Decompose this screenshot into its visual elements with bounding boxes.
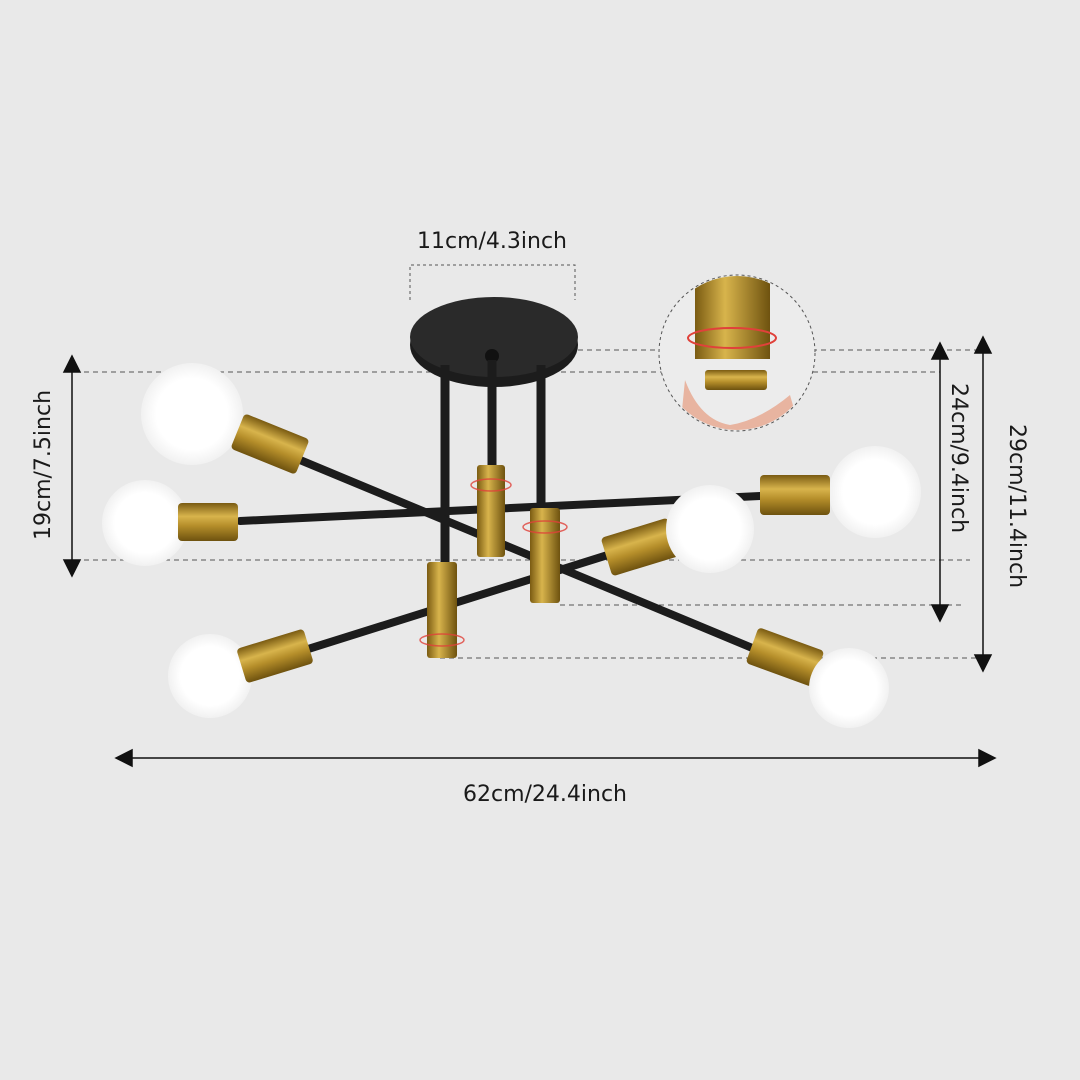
bulb-upper-left xyxy=(141,363,309,474)
socket-detail-inset xyxy=(658,274,816,432)
total-height-label: 29cm/11.4inch xyxy=(1004,424,1029,588)
arm-height-label: 19cm/7.5inch xyxy=(31,390,56,540)
rotation-rings xyxy=(419,478,568,647)
bulb-lower-right xyxy=(746,628,889,728)
dimension-arrows xyxy=(62,335,997,768)
ceiling-canopy xyxy=(410,297,578,387)
vertical-rods xyxy=(440,360,546,570)
bulb-left xyxy=(102,480,238,566)
bulb-center-right xyxy=(601,485,754,576)
bulb-lower-left xyxy=(168,629,313,718)
bulb-right xyxy=(760,446,921,538)
canopy-width-label: 11cm/4.3inch xyxy=(417,229,567,254)
mid-height-label: 24cm/9.4inch xyxy=(946,383,971,533)
total-width-label: 62cm/24.4inch xyxy=(463,782,627,807)
